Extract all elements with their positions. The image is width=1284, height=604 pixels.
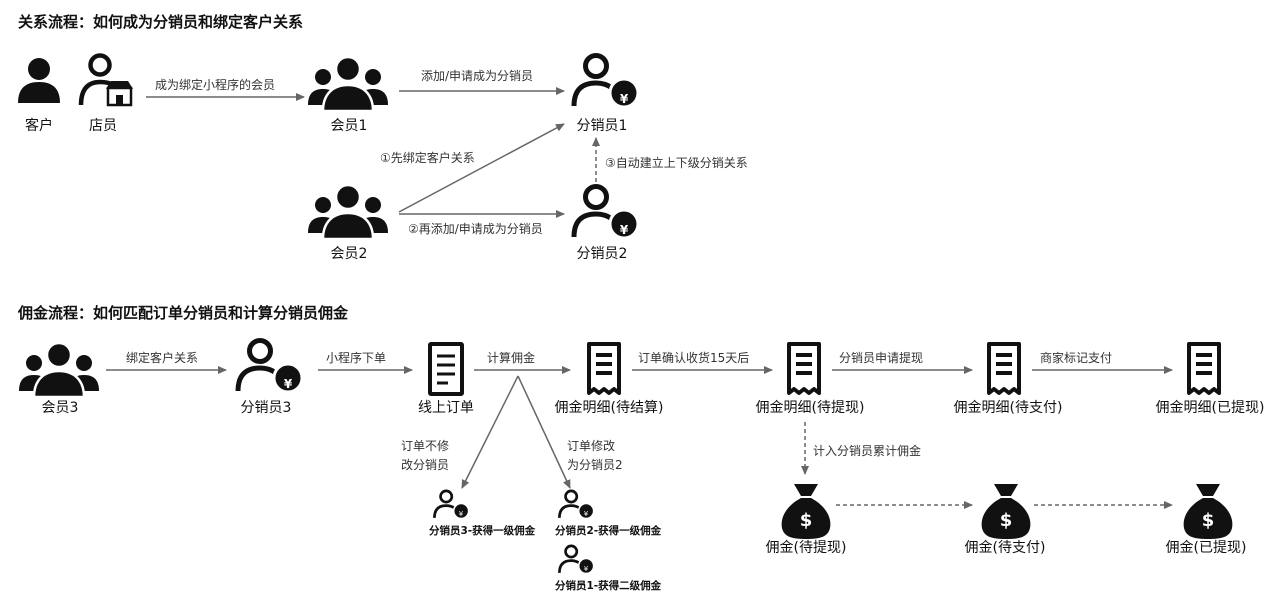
node-label-distributor1: 分销员1 — [577, 118, 628, 134]
edge-label-add-accumulated: 计入分销员累计佣金 — [813, 443, 921, 458]
outcome-label-distributor3: 分销员3-获得一级佣金 — [429, 524, 536, 537]
node-detail-pending-settle: 佣金明细(待结算) — [555, 342, 664, 416]
section2-edges — [106, 366, 1173, 509]
edge-label-apply: 添加/申请成为分销员 — [421, 69, 533, 83]
yuan-symbol: ¥ — [584, 565, 589, 573]
edge-label-apply-withdraw: 分销员申请提现 — [839, 350, 923, 365]
clerk-icon — [81, 56, 133, 106]
customer-icon — [18, 58, 60, 103]
node-customer: 客户 — [18, 58, 60, 134]
node-label-clerk: 店员 — [89, 118, 117, 134]
node-label-detail-pending-settle: 佣金明细(待结算) — [555, 400, 664, 416]
node-distributor3: ¥ 分销员3 — [238, 341, 302, 416]
node-label-member1: 会员1 — [331, 118, 368, 134]
distributor-small-icon — [558, 489, 595, 519]
node-detail-withdrawn: 佣金明细(已提现) — [1156, 342, 1265, 416]
node-distributor2: ¥ 分销员2 — [574, 187, 638, 262]
edge-label-no-change-line1: 订单不修 — [401, 438, 449, 453]
yuan-symbol: ¥ — [620, 92, 629, 106]
node-detail-pending-withdraw: 佣金明细(待提现) — [756, 342, 865, 416]
node-distributor1: ¥ 分销员1 — [574, 56, 638, 134]
edge-label-merchant-mark-paid: 商家标记支付 — [1040, 350, 1112, 365]
edge-no-change — [461, 375, 519, 489]
receipt-icon — [787, 342, 821, 395]
node-commission-withdrawn: $ 佣金(已提现) — [1166, 484, 1247, 556]
distributor-small-icon — [558, 544, 595, 574]
distributor-icon — [574, 187, 638, 239]
dollar-symbol: $ — [1000, 510, 1013, 531]
node-label-member2: 会员2 — [331, 246, 368, 262]
dollar-symbol: $ — [800, 510, 813, 531]
distributor-small-icon — [433, 489, 470, 519]
node-label-online-order: 线上订单 — [418, 400, 474, 416]
dollar-symbol: $ — [1202, 510, 1215, 531]
node-commission-pending-withdraw: $ 佣金(待提现) — [766, 484, 847, 556]
member-group-icon — [19, 342, 99, 398]
order-document-icon — [428, 342, 464, 396]
edge-label-bind-miniapp: 成为绑定小程序的会员 — [155, 77, 275, 92]
receipt-icon — [1187, 342, 1221, 395]
section1-title: 关系流程：如何成为分销员和绑定客户关系 — [18, 13, 303, 31]
node-label-commission-pending-withdraw: 佣金(待提现) — [766, 540, 847, 556]
edge-label-then-apply: ②再添加/申请成为分销员 — [408, 222, 543, 236]
section2-title: 佣金流程：如何匹配订单分销员和计算分销员佣金 — [17, 304, 349, 322]
receipt-icon — [587, 342, 621, 395]
edge-label-changed-line1: 订单修改 — [567, 438, 615, 453]
node-member3: 会员3 — [19, 342, 99, 416]
node-label-customer: 客户 — [25, 117, 53, 134]
edge-label-calc-commission: 计算佣金 — [487, 350, 535, 365]
node-clerk: 店员 — [81, 56, 133, 134]
yuan-symbol: ¥ — [284, 377, 293, 391]
edge-changed — [517, 375, 571, 489]
outcome-label-distributor2: 分销员2-获得一级佣金 — [555, 524, 662, 537]
edge-label-confirm-receipt: 订单确认收货15天后 — [638, 350, 749, 365]
node-label-distributor3: 分销员3 — [241, 400, 292, 416]
section1-edges — [146, 87, 600, 218]
edge-label-auto-relation: ③自动建立上下级分销关系 — [605, 155, 748, 170]
yuan-symbol: ¥ — [584, 510, 589, 518]
edge-label-no-change-line2: 改分销员 — [401, 458, 449, 472]
node-label-detail-pending-pay: 佣金明细(待支付) — [954, 400, 1063, 416]
edge-label-bind-customer: 绑定客户关系 — [126, 350, 198, 365]
node-label-distributor2: 分销员2 — [577, 246, 628, 262]
edge-label-changed-line2: 为分销员2 — [567, 458, 623, 472]
outcome-distributor3: ¥ 分销员3-获得一级佣金 — [429, 489, 536, 537]
outcome-distributor1: ¥ 分销员1-获得二级佣金 — [555, 544, 662, 592]
node-member2: 会员2 — [308, 184, 388, 262]
node-label-commission-withdrawn: 佣金(已提现) — [1166, 540, 1247, 556]
node-online-order: 线上订单 — [418, 342, 474, 416]
receipt-icon — [987, 342, 1021, 395]
node-label-member3: 会员3 — [42, 400, 79, 416]
edge-label-first-bind: ①先绑定客户关系 — [380, 150, 475, 165]
distributor-icon — [238, 341, 302, 393]
node-label-detail-pending-withdraw: 佣金明细(待提现) — [756, 400, 865, 416]
node-commission-pending-pay: $ 佣金(待支付) — [965, 484, 1046, 556]
outcome-label-distributor1: 分销员1-获得二级佣金 — [555, 579, 662, 592]
distributor-icon — [574, 56, 638, 108]
member-group-icon — [308, 56, 388, 112]
edge-label-mini-order: 小程序下单 — [326, 350, 386, 365]
node-member1: 会员1 — [308, 56, 388, 134]
node-label-commission-pending-pay: 佣金(待支付) — [965, 540, 1046, 556]
outcome-distributor2: ¥ 分销员2-获得一级佣金 — [555, 489, 662, 537]
edge-first-bind — [398, 123, 565, 213]
node-label-detail-withdrawn: 佣金明细(已提现) — [1156, 400, 1265, 416]
yuan-symbol: ¥ — [620, 223, 629, 237]
node-detail-pending-pay: 佣金明细(待支付) — [954, 342, 1063, 416]
yuan-symbol: ¥ — [459, 510, 464, 518]
member-group-icon — [308, 184, 388, 240]
